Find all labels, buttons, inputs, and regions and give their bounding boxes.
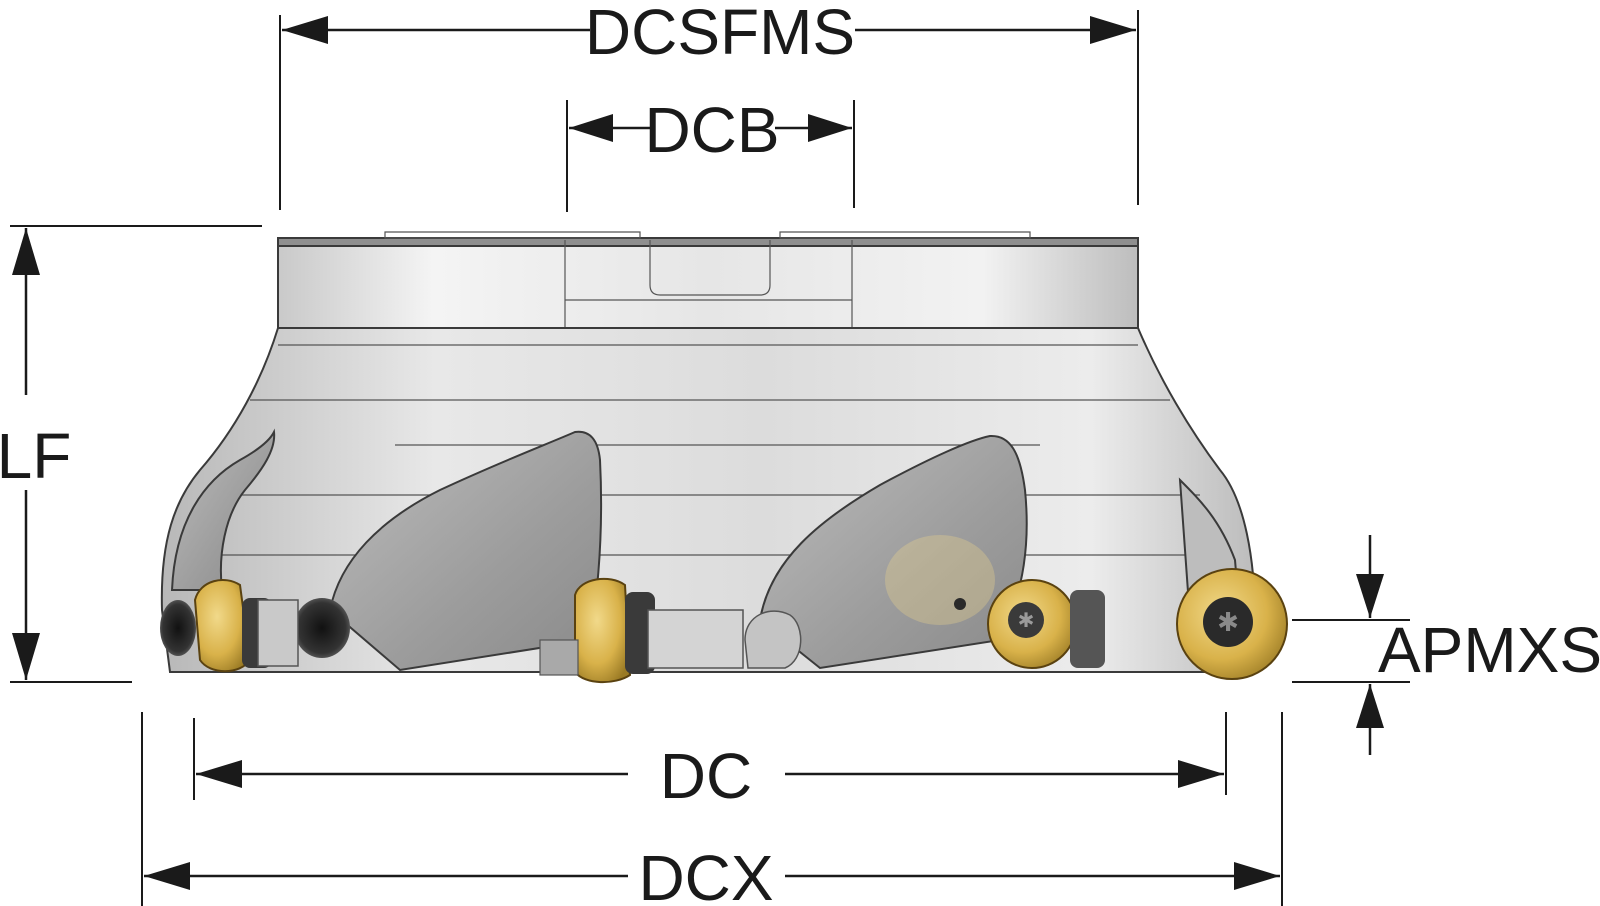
insert-center: [574, 577, 632, 684]
wedge-center: [744, 610, 802, 669]
key-slot-right: [779, 231, 1031, 239]
dcx-arrow-right: [1234, 862, 1280, 890]
insert-clamp-center: [647, 609, 744, 669]
center-notch: [649, 240, 771, 296]
dcx-arrow-left: [144, 862, 190, 890]
dcsfms-label: DCSFMS: [585, 0, 855, 68]
dc-arrow-right: [1178, 760, 1224, 788]
top-face: [277, 237, 1139, 247]
dcsfms-arrow-right: [1090, 16, 1136, 44]
torx-screw-right: [1203, 597, 1253, 647]
cutter-body: [160, 231, 1257, 673]
insert-clamp-left: [257, 599, 299, 667]
screw-hole-left-2: [294, 598, 350, 658]
torx-icon: ✱: [1217, 608, 1239, 638]
chip-flute-center: [328, 430, 603, 672]
apmxs-arrow-bottom: [1356, 684, 1384, 728]
torx-screw-right-center: [1008, 602, 1044, 638]
apmxs-label: APMXS: [1378, 614, 1600, 686]
insert-left: [193, 579, 252, 673]
torx-icon: ✱: [1018, 608, 1035, 632]
apmxs-arrow-top: [1356, 574, 1384, 618]
dc-label: DC: [660, 740, 752, 812]
key-slot-left: [384, 231, 641, 239]
dcsfms-arrow-left: [282, 16, 328, 44]
screw-hole-left-1: [160, 600, 196, 656]
pocket-center: [539, 639, 579, 676]
lf-arrow-bottom: [12, 633, 40, 680]
dc-arrow-left: [196, 760, 242, 788]
dcb-arrow-left: [569, 114, 613, 142]
dcx-label: DCX: [638, 842, 773, 906]
dcb-label: DCB: [644, 94, 779, 166]
chip-flute-left: [170, 428, 276, 591]
dcb-arrow-right: [808, 114, 852, 142]
coolant-stain: [885, 535, 995, 625]
hub-cylinder: [277, 237, 1139, 329]
lf-label: LF: [0, 420, 71, 492]
coolant-hole-right: [954, 598, 966, 610]
lf-arrow-top: [12, 228, 40, 275]
inserts: ✱ ✱: [160, 568, 1288, 684]
insert-seat-right-center: [1070, 590, 1105, 668]
